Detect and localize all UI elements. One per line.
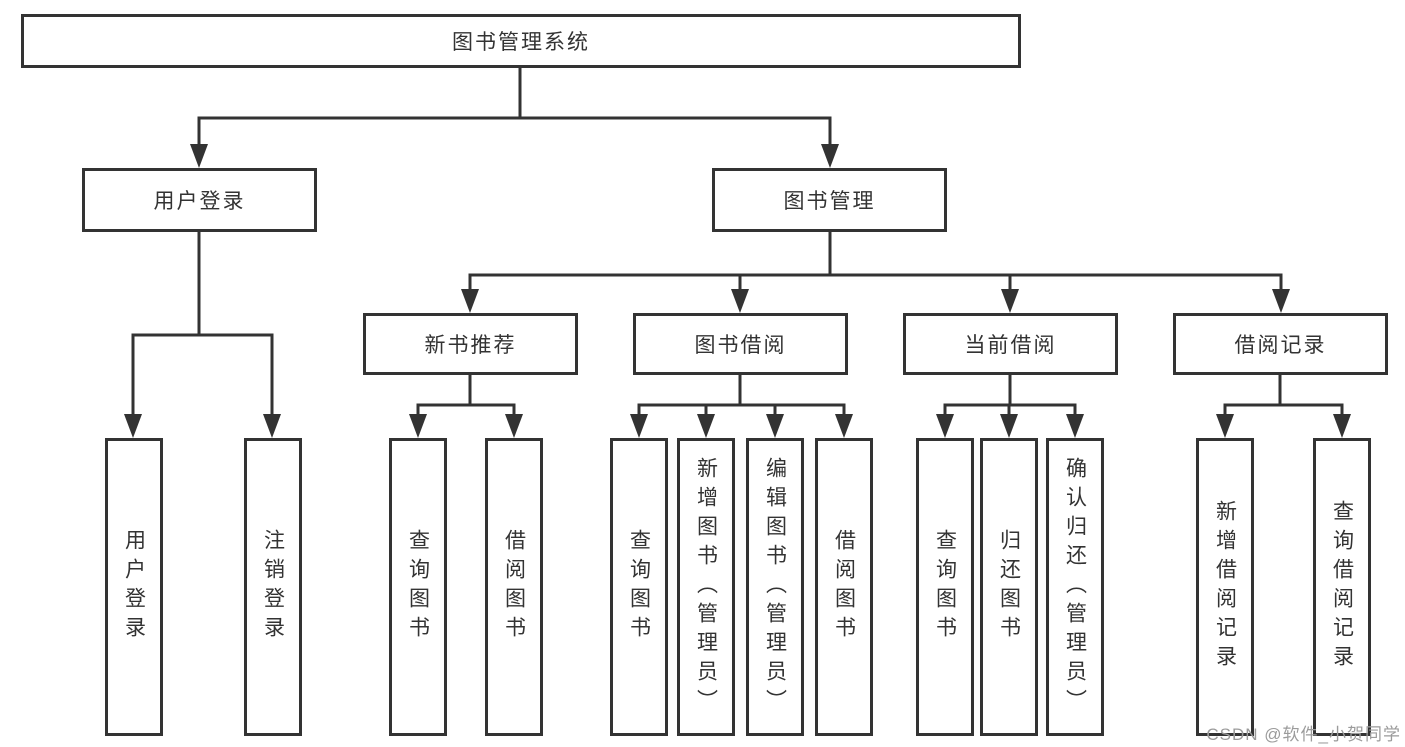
node-label: 归还图书 — [997, 529, 1021, 645]
node-add-books-admin: 新增图书（管理员） — [677, 438, 735, 736]
node-label: 图书管理系统 — [452, 31, 590, 54]
node-query-books-3: 查询图书 — [916, 438, 974, 736]
node-label: 借阅图书 — [502, 529, 526, 645]
node-book-borrow: 图书借阅 — [633, 313, 848, 375]
arrowhead-icon — [1216, 414, 1234, 438]
node-label: 用户登录 — [153, 190, 246, 213]
arrowhead-icon — [461, 289, 479, 313]
node-user-login-leaf: 用户登录 — [105, 438, 163, 736]
node-label: 注销登录 — [261, 529, 285, 645]
arrowhead-icon — [1272, 289, 1290, 313]
arrowhead-icon — [630, 414, 648, 438]
arrowhead-icon — [263, 414, 281, 438]
arrowhead-icon — [936, 414, 954, 438]
node-borrow-books-2: 借阅图书 — [815, 438, 873, 736]
arrowhead-icon — [697, 414, 715, 438]
arrowhead-icon — [124, 414, 142, 438]
node-add-borrow-record: 新增借阅记录 — [1196, 438, 1254, 736]
node-label: 查询图书 — [406, 529, 430, 645]
node-new-book-recommend: 新书推荐 — [363, 313, 578, 375]
node-query-books-2: 查询图书 — [610, 438, 668, 736]
node-return-books: 归还图书 — [980, 438, 1038, 736]
node-current-borrow: 当前借阅 — [903, 313, 1118, 375]
node-borrow-records: 借阅记录 — [1173, 313, 1388, 375]
arrowhead-icon — [190, 144, 208, 168]
node-root: 图书管理系统 — [21, 14, 1021, 68]
node-edit-books-admin: 编辑图书（管理员） — [746, 438, 804, 736]
node-label: 新增图书（管理员） — [694, 456, 718, 718]
node-user-login: 用户登录 — [82, 168, 317, 232]
arrowhead-icon — [1000, 414, 1018, 438]
node-label: 新增借阅记录 — [1213, 500, 1237, 674]
node-logout-leaf: 注销登录 — [244, 438, 302, 736]
node-label: 新书推荐 — [424, 334, 517, 357]
node-confirm-return-admin: 确认归还（管理员） — [1046, 438, 1104, 736]
arrowhead-icon — [1333, 414, 1351, 438]
node-book-management: 图书管理 — [712, 168, 947, 232]
node-label: 确认归还（管理员） — [1063, 456, 1087, 718]
arrowhead-icon — [731, 289, 749, 313]
node-label: 当前借阅 — [964, 334, 1057, 357]
node-query-books-1: 查询图书 — [389, 438, 447, 736]
node-query-borrow-record: 查询借阅记录 — [1313, 438, 1371, 736]
node-label: 编辑图书（管理员） — [763, 456, 787, 718]
node-label: 图书借阅 — [694, 334, 787, 357]
arrowhead-icon — [835, 414, 853, 438]
node-label: 借阅图书 — [832, 529, 856, 645]
arrowhead-icon — [821, 144, 839, 168]
arrowhead-icon — [766, 414, 784, 438]
node-label: 借阅记录 — [1234, 334, 1327, 357]
node-label: 查询借阅记录 — [1330, 500, 1354, 674]
node-label: 用户登录 — [122, 529, 146, 645]
arrowhead-icon — [1066, 414, 1084, 438]
arrowhead-icon — [409, 414, 427, 438]
arrowhead-icon — [505, 414, 523, 438]
node-label: 查询图书 — [933, 529, 957, 645]
watermark-text: CSDN @软件_小贺同学 — [1206, 725, 1401, 744]
node-label: 查询图书 — [627, 529, 651, 645]
arrowhead-icon — [1001, 289, 1019, 313]
node-label: 图书管理 — [783, 190, 876, 213]
node-borrow-books-1: 借阅图书 — [485, 438, 543, 736]
